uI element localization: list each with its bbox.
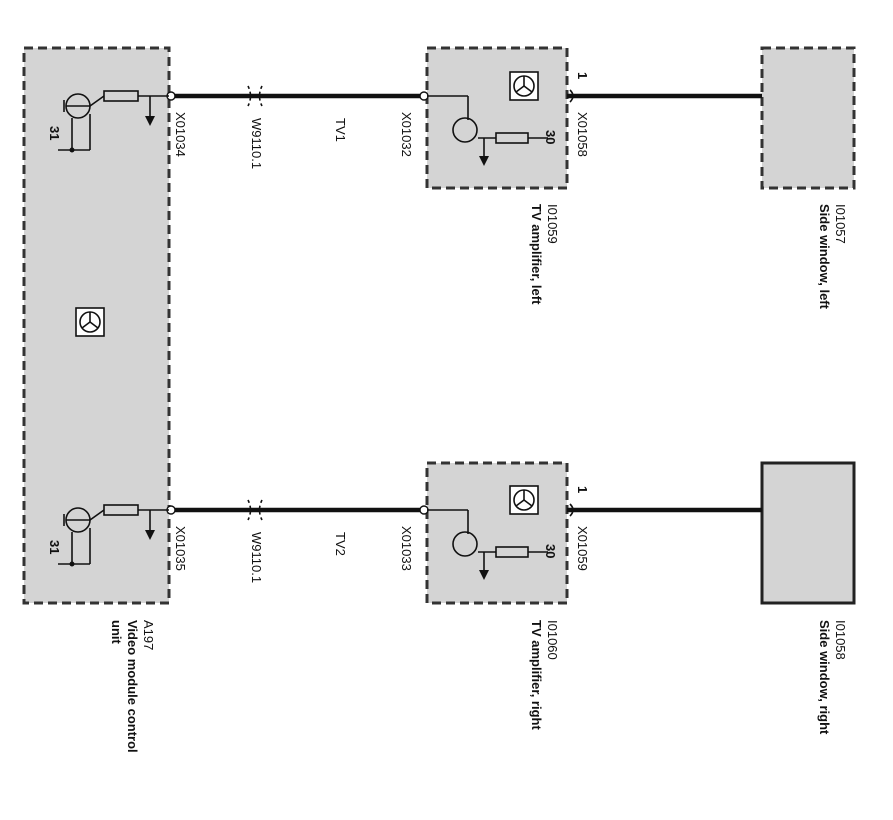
wire-label-tv1: TV1 xyxy=(333,118,348,142)
supply-pin-label-left: 30 xyxy=(543,130,558,144)
connector-label-x01035: X01035 xyxy=(173,526,188,571)
antenna-pin-label-top: 1 xyxy=(575,72,590,79)
ground-pin-label-bottom: 31 xyxy=(47,540,62,554)
supply-pin-label-right: 30 xyxy=(543,544,558,558)
wire-label-tv2: TV2 xyxy=(333,532,348,556)
antenna-pin-label-bottom: 1 xyxy=(575,486,590,493)
component-id-i01060: I01060 xyxy=(545,620,560,660)
component-name-window-right: Side window, right xyxy=(817,620,832,735)
component-id-i01057: I01057 xyxy=(833,204,848,244)
tv-amplifier-left-box[interactable] xyxy=(425,46,569,190)
splice-label-top: W9110.1 xyxy=(249,118,264,169)
connector-label-x01059: X01059 xyxy=(575,526,590,571)
transistor-circuit-top xyxy=(58,90,169,153)
connector-label-x01033: X01033 xyxy=(399,526,414,571)
splice-label-bottom: W9110.1 xyxy=(249,532,264,583)
splice-marker-bottom xyxy=(247,499,263,521)
ground-pin-label-top: 31 xyxy=(47,126,62,140)
transistor-circuit-bottom xyxy=(58,504,169,567)
tv-module-icon xyxy=(75,307,105,337)
tv-amplifier-right-box[interactable] xyxy=(425,461,569,605)
component-name-window-left: Side window, left xyxy=(817,204,832,310)
connector-label-x01058: X01058 xyxy=(575,112,590,157)
side-window-left-box[interactable] xyxy=(760,46,856,190)
tv-icon-left xyxy=(509,71,539,101)
tv-icon-right xyxy=(509,485,539,515)
connector-pin-x01059[interactable] xyxy=(569,503,574,517)
connector-pin-x01032[interactable] xyxy=(419,91,429,101)
connector-pin-x01058[interactable] xyxy=(569,89,574,103)
component-name-video-module-2: unit xyxy=(109,620,124,644)
component-id-a197: A197 xyxy=(141,620,156,650)
side-window-right-box[interactable] xyxy=(760,461,856,605)
component-id-i01058: I01058 xyxy=(833,620,848,660)
component-name-amp-left: TV amplifier, left xyxy=(529,204,544,305)
connector-label-x01032: X01032 xyxy=(399,112,414,157)
amplifier-circuit-right xyxy=(427,509,548,580)
connector-pin-x01033[interactable] xyxy=(419,505,429,515)
component-name-video-module-1: Video module control xyxy=(125,620,140,753)
connector-label-x01034: X01034 xyxy=(173,112,188,157)
splice-marker-top xyxy=(247,85,263,107)
amplifier-circuit-left xyxy=(427,95,548,166)
component-name-amp-right: TV amplifier, right xyxy=(529,620,544,730)
component-id-i01059: I01059 xyxy=(545,204,560,244)
